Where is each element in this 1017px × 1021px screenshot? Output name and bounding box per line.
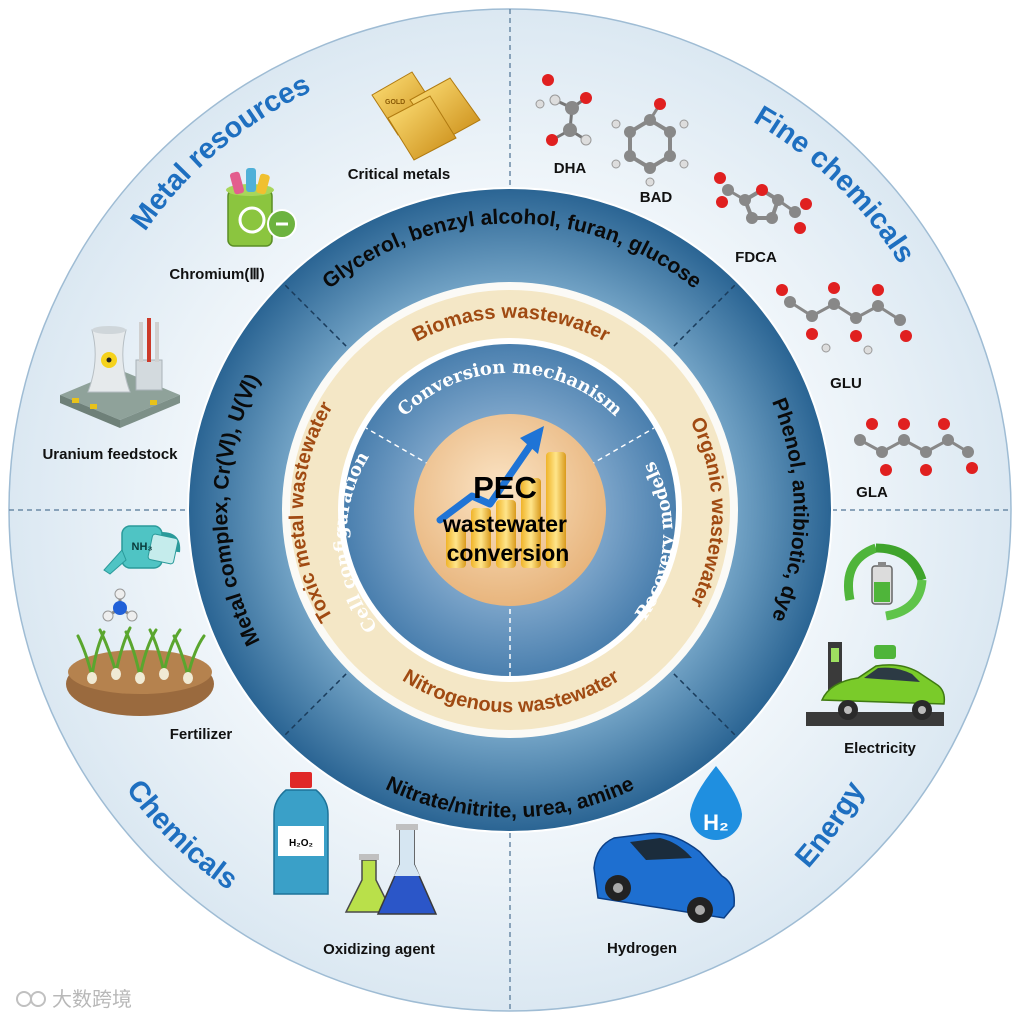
label-uranium-feedstock: Uranium feedstock (42, 446, 178, 463)
glu-molecule-icon (776, 282, 912, 355)
center-title-wastewater: wastewater (442, 511, 567, 537)
bad-molecule-icon (611, 98, 689, 187)
gla-molecule-icon (854, 418, 978, 476)
label-fertilizer: Fertilizer (170, 726, 233, 743)
label-bad: BAD (640, 189, 673, 206)
label-gla: GLA (856, 484, 888, 501)
nh3-text: NH₃ (132, 541, 153, 553)
beaker-flask-icon (376, 824, 438, 915)
label-hydrogen: Hydrogen (607, 940, 677, 957)
fdca-molecule-icon (714, 172, 812, 234)
dha-molecule-icon (535, 74, 592, 146)
soil-plants-icon (66, 626, 214, 716)
recycle-bin-icon (226, 168, 297, 247)
growth-arrow-icon (436, 426, 544, 524)
watering-can-icon: NH₃ (103, 525, 181, 575)
watermark: 大数跨境 (16, 987, 132, 1011)
h2-drop-icon: H₂ (690, 766, 742, 840)
label-electricity: Electricity (844, 740, 916, 757)
electric-car-icon (806, 642, 946, 726)
gold-bars-icon: GOLD (371, 71, 481, 161)
label-dha: DHA (554, 160, 587, 177)
nuclear-plant-icon (60, 318, 180, 428)
h2-text: H₂ (703, 810, 729, 835)
label-glu: GLU (830, 375, 862, 392)
label-chromium: Chromium(Ⅲ) (169, 266, 264, 283)
center-title-pec: PEC (473, 470, 537, 505)
h2o2-bottle-icon: H₂O₂ (273, 772, 329, 895)
gold-bar-text: GOLD (385, 99, 405, 106)
recycle-battery-icon (844, 543, 927, 621)
center-core: PEC wastewater conversion (414, 414, 606, 606)
label-critical-metals: Critical metals (348, 166, 451, 183)
label-oxidizing-agent: Oxidizing agent (323, 941, 435, 958)
hydrogen-car-icon (593, 832, 735, 923)
h2o2-text: H₂O₂ (289, 838, 313, 849)
label-fdca: FDCA (735, 249, 777, 266)
gold-coin-stacks-icon (446, 452, 566, 568)
ammonia-molecule-icon (102, 588, 138, 622)
watermark-text: 大数跨境 (52, 987, 132, 1011)
center-title-conversion: conversion (447, 540, 570, 566)
